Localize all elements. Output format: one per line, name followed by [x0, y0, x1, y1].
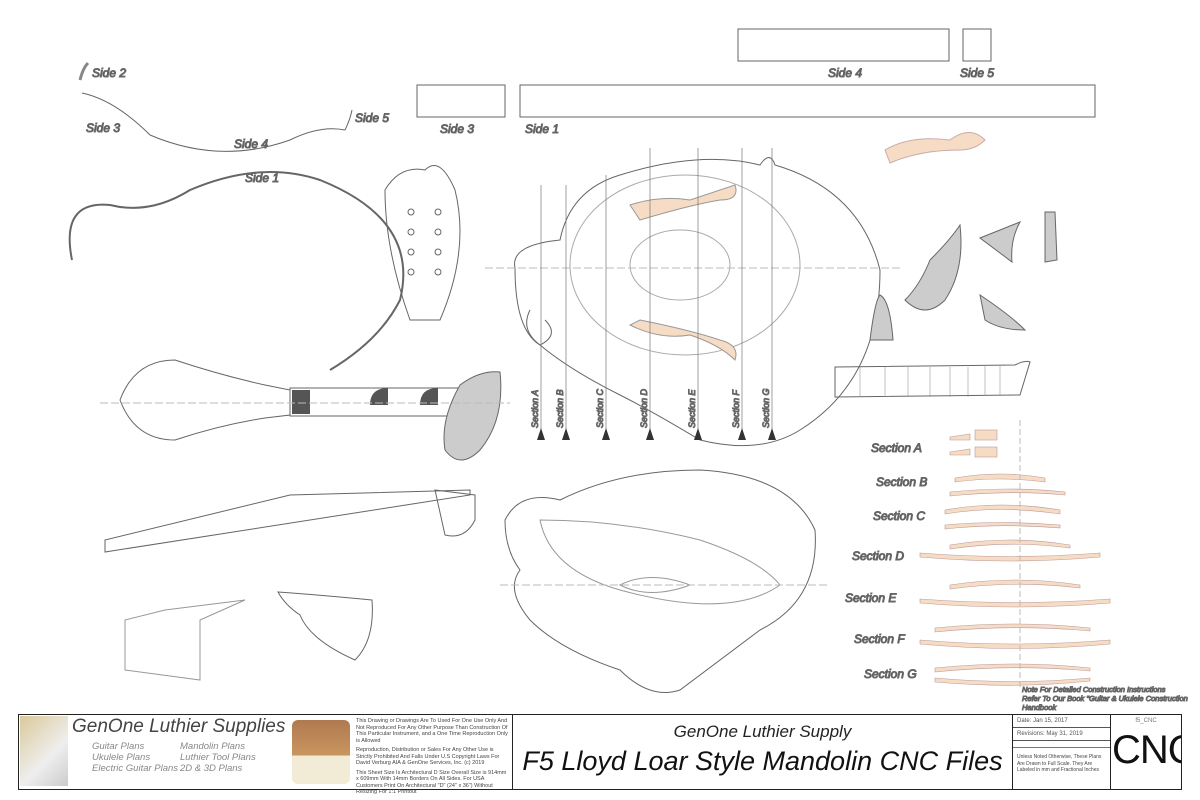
fretboard	[834, 360, 1031, 398]
plan-link: Electric Guitar Plans	[92, 763, 179, 774]
drawing-canvas: Side 2 Side 3 Side 4 Side 5 Side 1 Side …	[68, 28, 1188, 713]
side5-label-left: Side 5	[355, 111, 389, 125]
side3-label: Side 3	[440, 122, 474, 136]
disclaimer-text: This Drawing or Drawings Are To Used For…	[356, 718, 508, 744]
disclaimer: This Drawing or Drawings Are To Used For…	[356, 718, 508, 796]
side5-strip	[344, 109, 353, 131]
headstock	[384, 165, 461, 321]
brand-name: GenOne Luthier Supplies	[72, 716, 286, 737]
title-cell: GenOne Luthier Supply F5 Lloyd Loar Styl…	[512, 714, 1013, 790]
section-g-marker: Section G	[761, 388, 771, 428]
section-f-marker: Section F	[731, 389, 741, 428]
section-profiles	[919, 429, 1111, 686]
neck-heel	[443, 371, 502, 461]
plans-col2: Mandolin Plans Luthier Tool Plans 2D & 3…	[180, 741, 256, 774]
headstock-inlay	[884, 132, 986, 164]
neck-profile	[104, 489, 471, 553]
sheet-id: f5_CNC	[1135, 718, 1157, 724]
note-line-1: Note For Detailed Construction Instructi…	[1022, 685, 1166, 694]
pickguard-piece-2	[1044, 211, 1058, 263]
frets	[859, 366, 1001, 397]
top-scroll	[526, 309, 552, 346]
note-line-2: Refer To Our Book "Guitar & Ukulele Cons…	[1022, 694, 1188, 703]
section-c-label: Section C	[873, 509, 925, 523]
revisions: Revisions: May 31, 2019	[1013, 728, 1110, 741]
back-graduation-outer	[539, 519, 781, 605]
side1-rect	[519, 84, 1096, 118]
tailpiece	[124, 599, 246, 681]
mandolin-top-body	[514, 157, 881, 447]
tuner-holes	[407, 208, 442, 276]
sheet-code: CNC	[1112, 728, 1181, 772]
company-name: GenOne Luthier Supply	[673, 722, 852, 741]
pickguard-outline	[277, 591, 373, 661]
date-cell: Date: Jan 15, 2017 Revisions: May 31, 20…	[1012, 714, 1111, 790]
section-a-label: Section A	[871, 441, 922, 455]
disclaimer-text: Reproduction, Distribution or Sales For …	[356, 747, 500, 766]
neck-blocks	[292, 388, 438, 414]
plan-link: Mandolin Plans	[180, 741, 245, 752]
section-c-marker: Section C	[595, 388, 605, 428]
side5-label: Side 5	[960, 66, 994, 80]
logo-photo-left	[20, 716, 68, 786]
side1-label-left: Side 1	[245, 171, 279, 185]
section-b-label: Section B	[876, 475, 927, 489]
side1-strip	[68, 171, 405, 371]
logo-photo-mold	[292, 720, 350, 784]
section-b-marker: Section B	[555, 389, 565, 428]
mandolin-back-body	[504, 469, 816, 693]
section-d-marker: Section D	[639, 388, 649, 428]
scale-note: Unless Noted Otherwise, These Plans Are …	[1013, 747, 1110, 774]
f-hole-upper	[629, 184, 737, 221]
side4-label-left: Side 4	[234, 137, 268, 151]
plan-link: Guitar Plans	[92, 741, 145, 752]
disclaimer-text: This Sheet Size Is Architectural D Size …	[356, 769, 507, 796]
plan-link: 2D & 3D Plans	[180, 763, 243, 774]
side3-rect	[416, 84, 506, 118]
side2-label: Side 2	[92, 66, 126, 80]
note-line-3: Handbook	[1022, 703, 1057, 712]
truss-rod-cover	[869, 294, 894, 341]
side2-strip	[78, 61, 90, 81]
section-e-label: Section E	[845, 591, 897, 605]
plan-link: Ukulele Plans	[92, 752, 151, 763]
side4-rect	[737, 28, 950, 62]
date: Date: Jan 15, 2017	[1013, 715, 1110, 728]
side5-rect	[962, 28, 992, 62]
section-f-label: Section F	[854, 632, 905, 646]
plans-col1: Guitar Plans Ukulele Plans Electric Guit…	[92, 741, 178, 774]
side4-strip	[149, 128, 346, 152]
pickguard-scroll	[904, 223, 962, 311]
top-recurve-outer	[569, 174, 801, 356]
section-e-marker: Section E	[687, 388, 697, 428]
peghead-profile	[434, 489, 476, 537]
section-g-label: Section G	[864, 667, 917, 681]
side4-label: Side 4	[828, 66, 862, 80]
f-hole-lower	[628, 319, 737, 361]
plan-link: Luthier Tool Plans	[180, 752, 256, 763]
sheet-cell: f5_CNC CNC	[1110, 714, 1182, 790]
section-a-marker: Section A	[530, 390, 540, 428]
side1-label: Side 1	[525, 122, 559, 136]
pickguard-piece-1	[978, 221, 1022, 264]
top-recurve-inner	[629, 229, 731, 301]
side3-strip	[81, 92, 151, 136]
section-lines	[540, 148, 773, 430]
side3-label-left: Side 3	[86, 121, 120, 135]
neck-headstock	[119, 359, 291, 441]
drawing-title: F5 Lloyd Loar Style Mandolin CNC Files	[522, 746, 1003, 776]
section-arrows	[537, 428, 776, 440]
section-d-label: Section D	[852, 549, 904, 563]
pickguard-piece-3	[979, 293, 1027, 331]
logo-panel: GenOne Luthier Supplies Guitar Plans Uku…	[20, 716, 350, 788]
